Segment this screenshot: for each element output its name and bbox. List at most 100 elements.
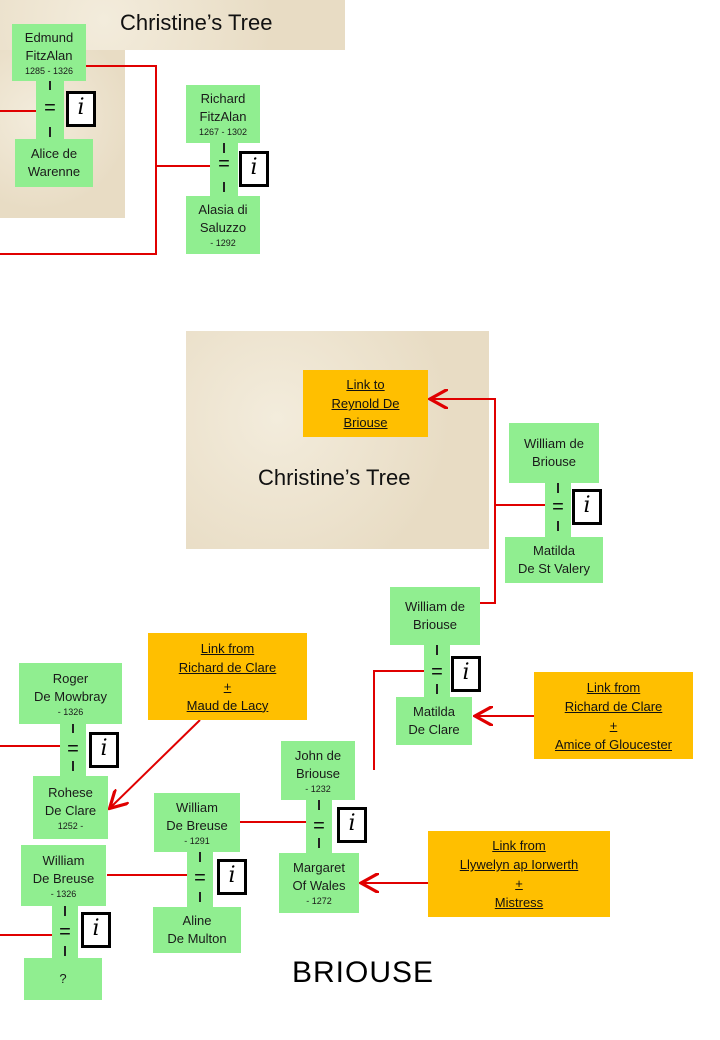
person-name-line2: De Clare xyxy=(44,802,97,818)
marriage-equals: = xyxy=(431,661,443,683)
person-matilda-de-clare[interactable]: Matilda De Clare xyxy=(396,697,472,745)
person-name-line1: Alasia di xyxy=(198,202,248,217)
mid-tree-title: Christine’s Tree xyxy=(258,465,411,490)
person-name-line2: Saluzzo xyxy=(199,220,247,235)
person-margaret-of-wales[interactable]: Margaret Of Wales - 1272 xyxy=(279,853,359,913)
info-icon[interactable]: i xyxy=(337,807,367,843)
link-line: Link from xyxy=(586,679,641,695)
person-matilda-de-st-valery[interactable]: Matilda De St Valery xyxy=(505,537,603,583)
person-john-de-briouse[interactable]: John de Briouse - 1232 xyxy=(281,741,355,800)
info-icon[interactable]: i xyxy=(66,91,96,127)
connector-edmund-richard xyxy=(0,65,157,255)
person-years: - 1291 xyxy=(184,835,210,846)
person-william-de-briouse-2[interactable]: William de Briouse xyxy=(390,587,480,645)
info-icon[interactable]: i xyxy=(81,912,111,948)
connector-john-up xyxy=(373,670,424,770)
person-name-line1: William de xyxy=(405,599,465,614)
person-alice-de-warenne[interactable]: Alice de Warenne xyxy=(15,139,93,187)
connector-maud xyxy=(111,719,201,807)
tie-line-bottom xyxy=(436,684,438,694)
person-name-line1: William de xyxy=(524,436,584,451)
link-line: Amice of Gloucester xyxy=(554,736,673,752)
tie-line-top xyxy=(557,483,559,493)
person-name-line1: William xyxy=(176,799,218,815)
person-name-line2: Briouse xyxy=(295,765,341,781)
person-name-line2: FitzAlan xyxy=(25,47,73,63)
tie-line-bottom xyxy=(49,127,51,137)
link-line: Link from xyxy=(200,640,255,656)
tie-line-bottom xyxy=(223,182,225,192)
person-william-de-breuse[interactable]: William De Breuse - 1291 xyxy=(154,793,240,852)
link-line: Llywelyn ap Iorwerth xyxy=(459,857,579,872)
link-line: Maud de Lacy xyxy=(186,697,269,713)
person-alasia-di-saluzzo[interactable]: Alasia di Saluzzo - 1292 xyxy=(186,196,260,254)
marriage-equals: = xyxy=(552,496,564,518)
person-name-line1: Richard xyxy=(200,91,246,106)
person-rohese-de-clare[interactable]: Rohese De Clare 1252 - xyxy=(33,776,108,839)
tie-line-top xyxy=(199,852,201,862)
info-icon[interactable]: i xyxy=(217,859,247,895)
info-icon[interactable]: i xyxy=(239,151,269,187)
person-name-line2: Briouse xyxy=(531,454,577,469)
marriage-equals: = xyxy=(44,97,56,119)
person-years: - 1272 xyxy=(306,896,332,906)
person-name-line2: Warenne xyxy=(27,164,81,179)
person-name-line2: De St Valery xyxy=(517,561,590,576)
link-from-llywelyn-ap-iorwerth[interactable]: Link from Llywelyn ap Iorwerth + Mistres… xyxy=(428,831,610,917)
person-years: - 1292 xyxy=(210,238,236,248)
info-icon[interactable]: i xyxy=(451,656,481,692)
person-name-line1: Edmund xyxy=(24,29,74,45)
person-years: 1252 - xyxy=(57,820,84,831)
person-name-line1: Rohese xyxy=(48,784,93,800)
person-name-line1: John de xyxy=(294,747,342,763)
link-to-reynold-de-briouse[interactable]: Link to Reynold De Briouse xyxy=(303,370,428,437)
person-name-line2: Briouse xyxy=(412,617,458,632)
person-unknown-spouse[interactable]: ? xyxy=(24,958,102,1000)
person-name-line1: Aline xyxy=(182,913,212,928)
marriage-equals: = xyxy=(313,815,325,837)
link-line: Mistress xyxy=(494,895,544,910)
tie-line-bottom xyxy=(64,946,66,956)
link-line: Richard de Clare xyxy=(564,698,663,714)
person-name-line1: William xyxy=(42,852,85,868)
person-name-line1: Alice de xyxy=(30,146,78,161)
person-roger-de-mowbray[interactable]: Roger De Mowbray - 1326 xyxy=(19,663,122,724)
person-william-de-briouse[interactable]: William de Briouse xyxy=(509,423,599,483)
tie-line-bottom xyxy=(557,521,559,531)
marriage-equals: = xyxy=(59,921,71,943)
info-icon[interactable]: i xyxy=(89,732,119,768)
mid-tree-background xyxy=(186,331,489,549)
person-years: 1285 - 1326 xyxy=(24,65,74,76)
family-title: BRIOUSE xyxy=(292,956,435,989)
tie-line-top xyxy=(64,906,66,916)
link-line: Richard de Clare xyxy=(178,659,277,675)
link-from-richard-de-clare-maud[interactable]: Link from Richard de Clare + Maud de Lac… xyxy=(148,633,307,720)
link-line: + xyxy=(223,678,232,694)
person-name-line1: Matilda xyxy=(533,543,575,558)
tie-line-top xyxy=(318,800,320,810)
person-richard-fitzalan[interactable]: Richard FitzAlan 1267 - 1302 xyxy=(186,85,260,143)
person-name-line1: Roger xyxy=(52,670,89,686)
tie-line-top xyxy=(49,80,51,90)
connector-william2-up xyxy=(432,399,496,604)
link-from-richard-de-clare-amice[interactable]: Link from Richard de Clare + Amice of Gl… xyxy=(534,672,693,759)
link-line: + xyxy=(609,717,618,733)
person-aline-de-multon[interactable]: Aline De Multon xyxy=(153,907,241,953)
person-name-line2: De Breuse xyxy=(166,817,228,833)
link-line: Link from xyxy=(492,838,546,853)
person-years: - 1232 xyxy=(305,783,331,794)
person-years: 1267 - 1302 xyxy=(198,127,248,137)
link-line: Briouse xyxy=(343,415,388,430)
person-william-de-breuse-2[interactable]: William De Breuse - 1326 xyxy=(21,845,106,906)
marriage-equals: = xyxy=(194,867,206,889)
person-name-line1: Margaret xyxy=(292,860,346,875)
person-edmund-fitzalan[interactable]: Edmund FitzAlan 1285 - 1326 xyxy=(12,24,86,81)
person-name-line2: FitzAlan xyxy=(199,109,247,124)
info-icon[interactable]: i xyxy=(572,489,602,525)
person-name-line1: ? xyxy=(59,971,67,986)
tie-line-bottom xyxy=(318,838,320,848)
marriage-equals: = xyxy=(218,153,230,175)
person-name-line2: Of Wales xyxy=(292,878,346,893)
marriage-equals: = xyxy=(67,738,79,760)
